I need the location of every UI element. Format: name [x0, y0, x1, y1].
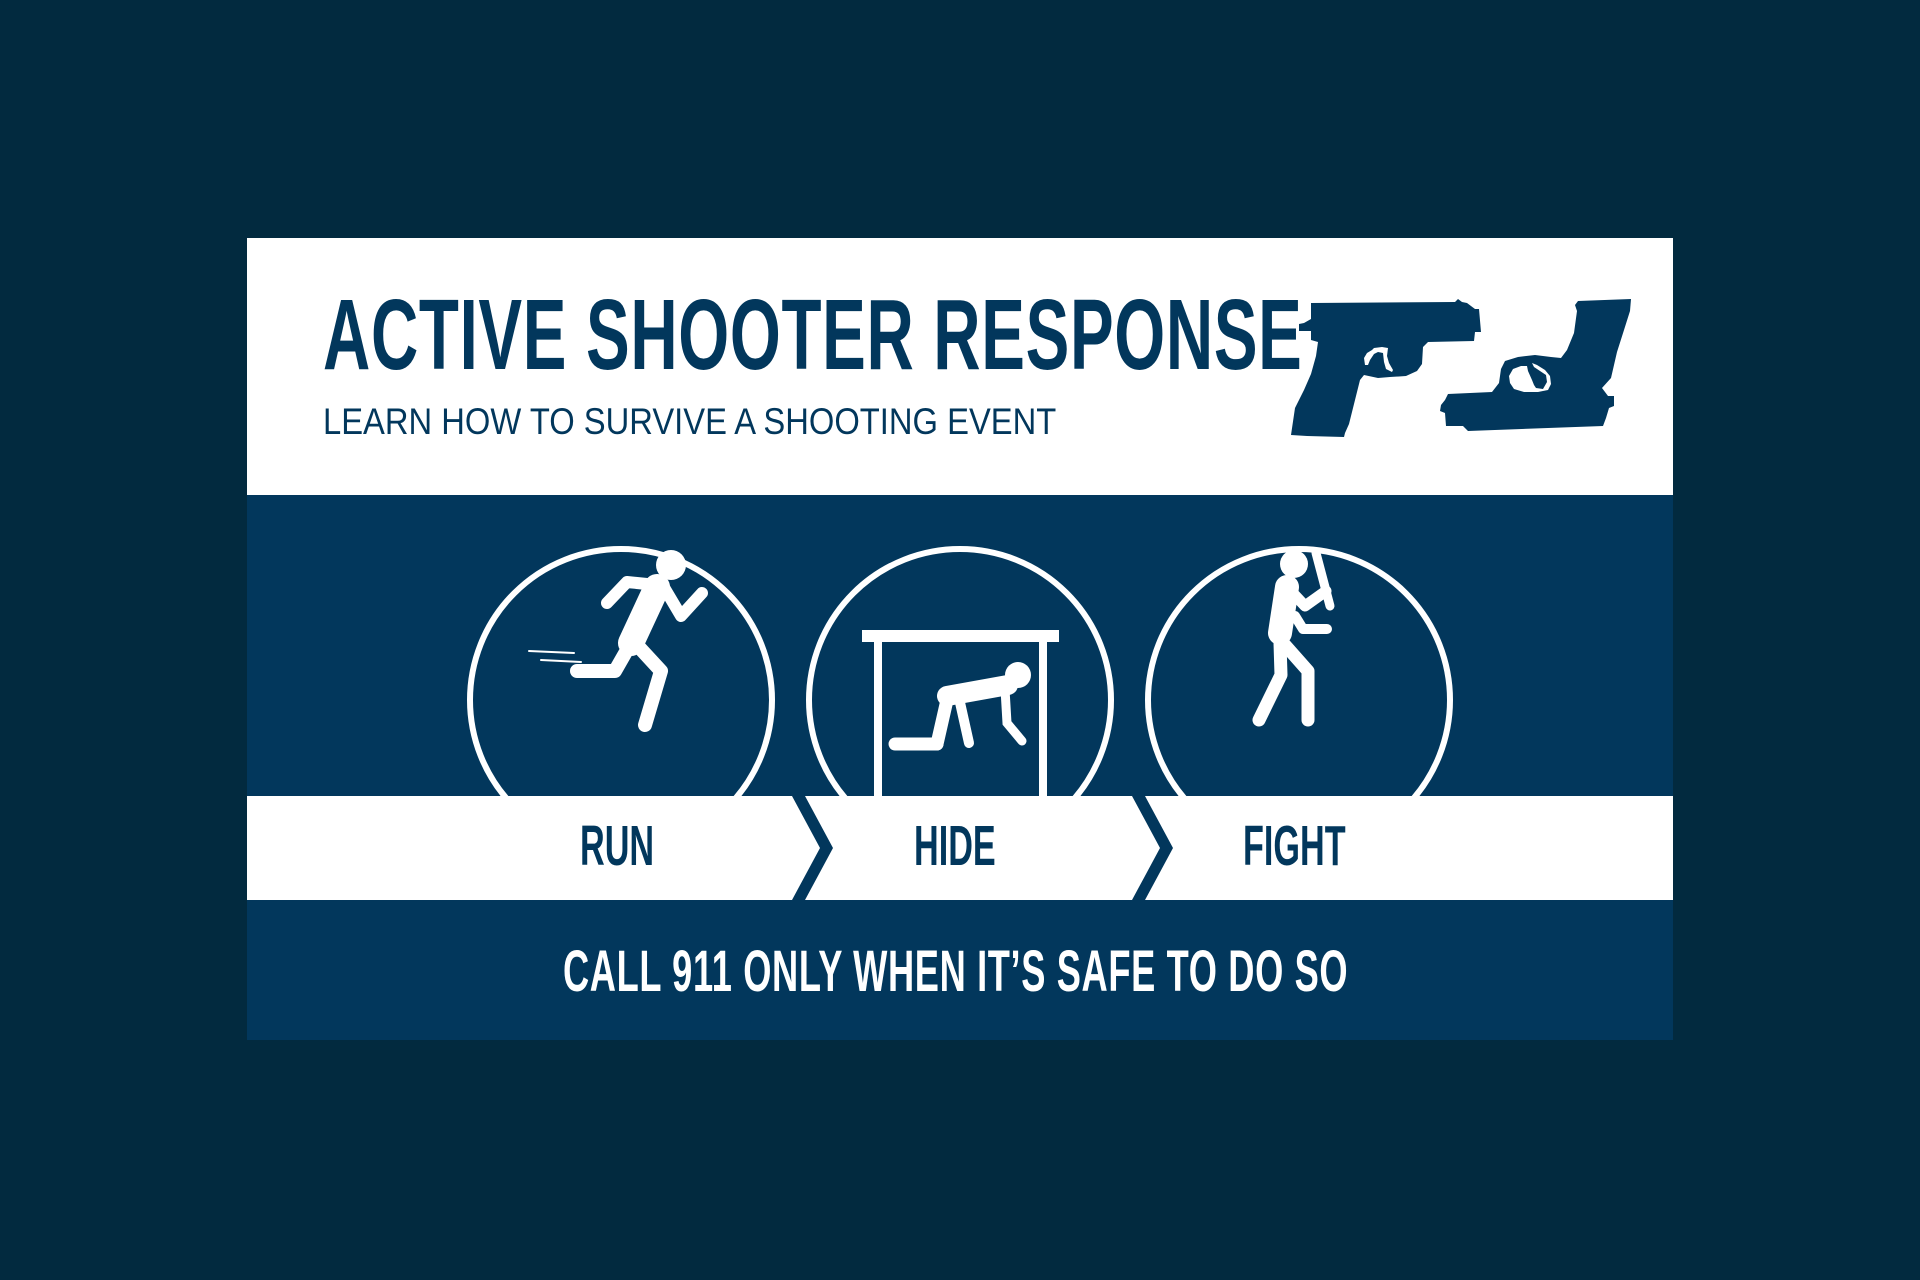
person-with-bat-icon: [1252, 548, 1335, 727]
step-label-hide: HIDE: [914, 814, 996, 878]
run-circle: [467, 546, 775, 796]
chevron-right-icon: [792, 796, 833, 900]
chevron-right-icon: [1132, 796, 1173, 900]
page-subtitle: LEARN HOW TO SURVIVE A SHOOTING EVENT: [323, 401, 1057, 442]
running-person-icon: [528, 550, 708, 732]
step-label-fight: FIGHT: [1243, 814, 1346, 878]
steps-illustration: [247, 546, 1673, 900]
steps-band: [247, 796, 1673, 900]
infographic-card: ACTIVE SHOOTER RESPONSE LEARN HOW TO SUR…: [247, 238, 1673, 1040]
page-title: ACTIVE SHOOTER RESPONSE: [323, 279, 1303, 391]
header-panel: ACTIVE SHOOTER RESPONSE LEARN HOW TO SUR…: [247, 238, 1673, 495]
fight-circle: [1145, 546, 1453, 796]
hide-circle: [806, 546, 1114, 796]
handguns-icon: [1291, 299, 1631, 437]
hiding-under-table-icon: [862, 630, 1059, 796]
footer-message: CALL 911 ONLY WHEN IT’S SAFE TO DO SO: [563, 939, 1349, 1004]
step-label-run: RUN: [580, 814, 655, 878]
